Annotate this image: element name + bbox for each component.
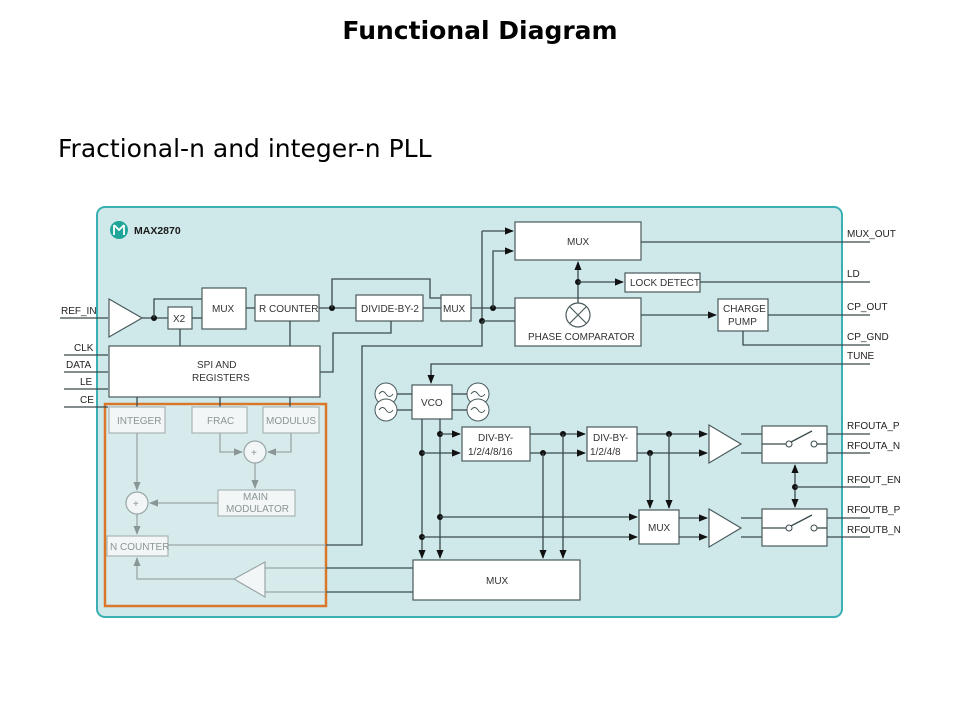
pin-rfout-en: RFOUT_EN xyxy=(847,475,901,486)
main-modulator-label-2: MODULATOR xyxy=(226,504,289,515)
charge-pump-label-2: PUMP xyxy=(728,317,757,328)
lock-detect-label: LOCK DETECT xyxy=(630,278,700,289)
r-counter-label: R COUNTER xyxy=(259,304,318,315)
pin-cp-out: CP_OUT xyxy=(847,302,888,313)
pin-rfoutb-n: RFOUTB_N xyxy=(847,525,901,536)
phase-comparator-label: PHASE COMPARATOR xyxy=(528,332,635,343)
pin-rfoutb-p: RFOUTB_P xyxy=(847,505,901,516)
vco-block xyxy=(411,384,453,420)
pin-tune: TUNE xyxy=(847,351,875,362)
int-sum-symbol: + xyxy=(133,499,139,510)
integer-label: INTEGER xyxy=(117,416,161,427)
main-modulator-block xyxy=(217,489,296,517)
pin-ref-in: REF_IN xyxy=(61,306,97,317)
maxim-logo-icon xyxy=(110,221,128,239)
div-by-16-label-2: 1/2/4/8/16 xyxy=(468,447,513,458)
ref-mux-label: MUX xyxy=(212,304,235,315)
charge-pump-label-1: CHARGE xyxy=(723,304,766,315)
rfoutb-amplifier xyxy=(708,507,743,549)
x2-label: X2 xyxy=(173,314,186,325)
rfouta-amplifier xyxy=(708,423,743,465)
mux-out-block xyxy=(514,221,642,261)
spi-label-2: REGISTERS xyxy=(192,373,250,384)
mux-out-label: MUX xyxy=(567,237,590,248)
slide-title: Functional Diagram xyxy=(342,16,618,45)
pin-ld: LD xyxy=(847,269,860,280)
pin-clk: CLK xyxy=(74,343,94,354)
div-by-16-label-1: DIV-BY- xyxy=(478,433,513,444)
divide-by-2-block xyxy=(355,294,424,322)
pin-le: LE xyxy=(80,377,93,388)
modulus-label: MODULUS xyxy=(266,416,316,427)
pin-data: DATA xyxy=(66,360,92,371)
feedback-mux-label: MUX xyxy=(486,576,509,587)
pfd-mux-label: MUX xyxy=(443,304,466,315)
div-by-8-label-2: 1/2/4/8 xyxy=(590,447,621,458)
vco-resonator-left-icon xyxy=(374,382,412,422)
pin-rfouta-p: RFOUTA_P xyxy=(847,421,900,432)
feedback-mux-block xyxy=(412,559,581,601)
vco-resonator-right-icon xyxy=(452,382,490,422)
pin-cp-gnd: CP_GND xyxy=(847,332,889,343)
frac-block xyxy=(191,406,248,434)
slide-subtitle: Fractional-n and integer-n PLL xyxy=(58,134,432,163)
n-counter-label: N COUNTER xyxy=(110,542,169,553)
spi-registers-block xyxy=(108,345,321,398)
frac-sum-symbol: + xyxy=(251,448,257,459)
modulus-block xyxy=(262,406,320,434)
rfouta-switch xyxy=(761,425,828,464)
feedback-buffer xyxy=(232,560,266,599)
rfoutb-mux-block xyxy=(638,509,680,545)
div-by-8-block xyxy=(586,426,638,462)
pin-ce: CE xyxy=(80,395,94,406)
r-counter-block xyxy=(254,294,320,322)
pin-mux-out: MUX_OUT xyxy=(847,229,896,240)
vco-label: VCO xyxy=(421,398,443,409)
chip-name: MAX2870 xyxy=(134,225,181,237)
rfoutb-switch xyxy=(761,508,828,547)
divide-by-2-label: DIVIDE-BY-2 xyxy=(361,304,419,315)
left-pins: REF_IN CLK DATA LE CE xyxy=(60,306,108,408)
rfoutb-mux-label: MUX xyxy=(648,523,671,534)
main-modulator-label-1: MAIN xyxy=(243,492,268,503)
pin-rfouta-n: RFOUTA_N xyxy=(847,441,900,452)
ref-input-buffer xyxy=(108,297,144,339)
charge-pump-block xyxy=(717,298,769,332)
right-pins: MUX_OUT LD CP_OUT CP_GND TUNE RFOUTA_P R… xyxy=(847,229,901,536)
frac-label: FRAC xyxy=(207,416,234,427)
div-by-8-label-1: DIV-BY- xyxy=(593,433,628,444)
spi-label-1: SPI AND xyxy=(197,360,236,371)
n-counter-block xyxy=(106,535,169,557)
div-by-16-block xyxy=(461,426,531,462)
